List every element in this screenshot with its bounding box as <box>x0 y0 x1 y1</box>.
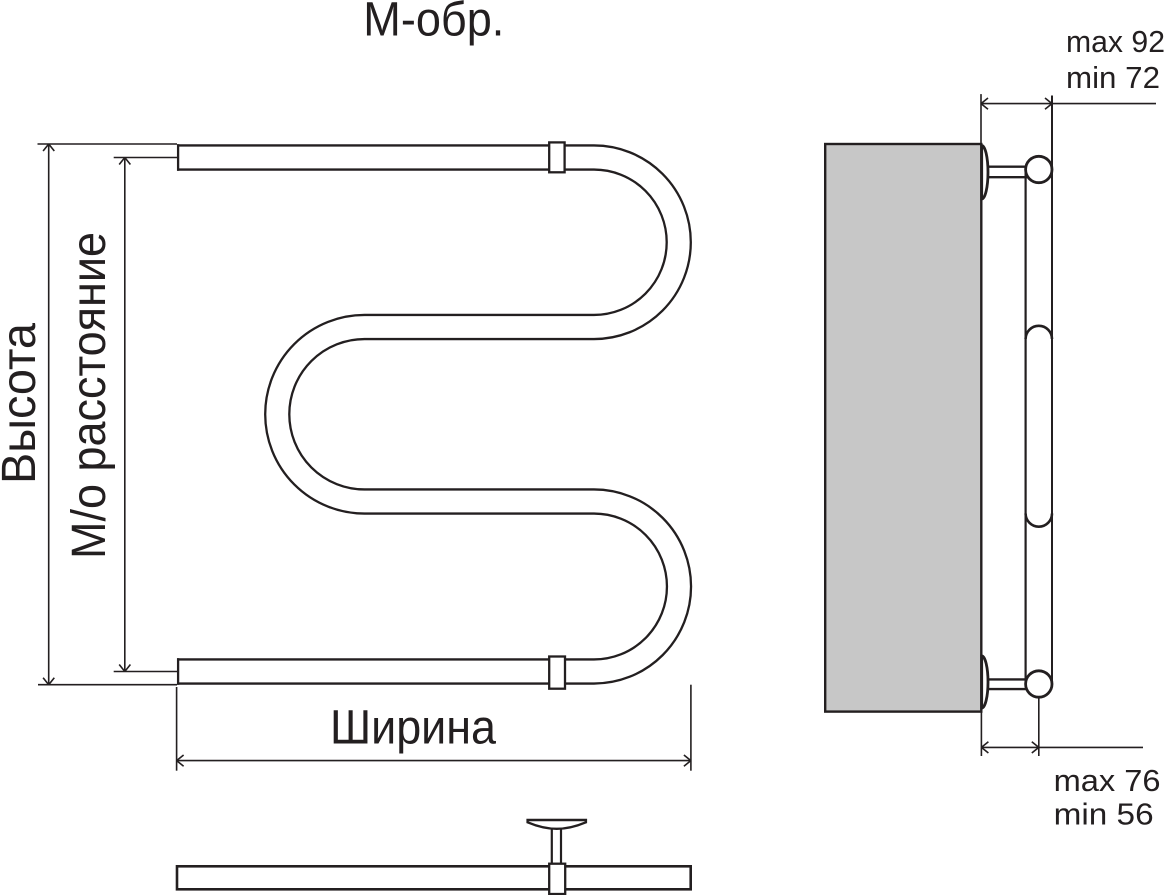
svg-text:max 92: max 92 <box>1066 24 1165 59</box>
svg-text:Высота: Высота <box>0 323 46 484</box>
svg-text:М-обр.: М-обр. <box>363 0 504 46</box>
svg-text:М/о расстояние: М/о расстояние <box>63 232 116 559</box>
svg-text:min 56: min 56 <box>1054 797 1154 832</box>
svg-text:min 72: min 72 <box>1066 60 1160 95</box>
svg-text:Ширина: Ширина <box>330 702 496 755</box>
svg-text:max 76: max 76 <box>1054 763 1161 798</box>
